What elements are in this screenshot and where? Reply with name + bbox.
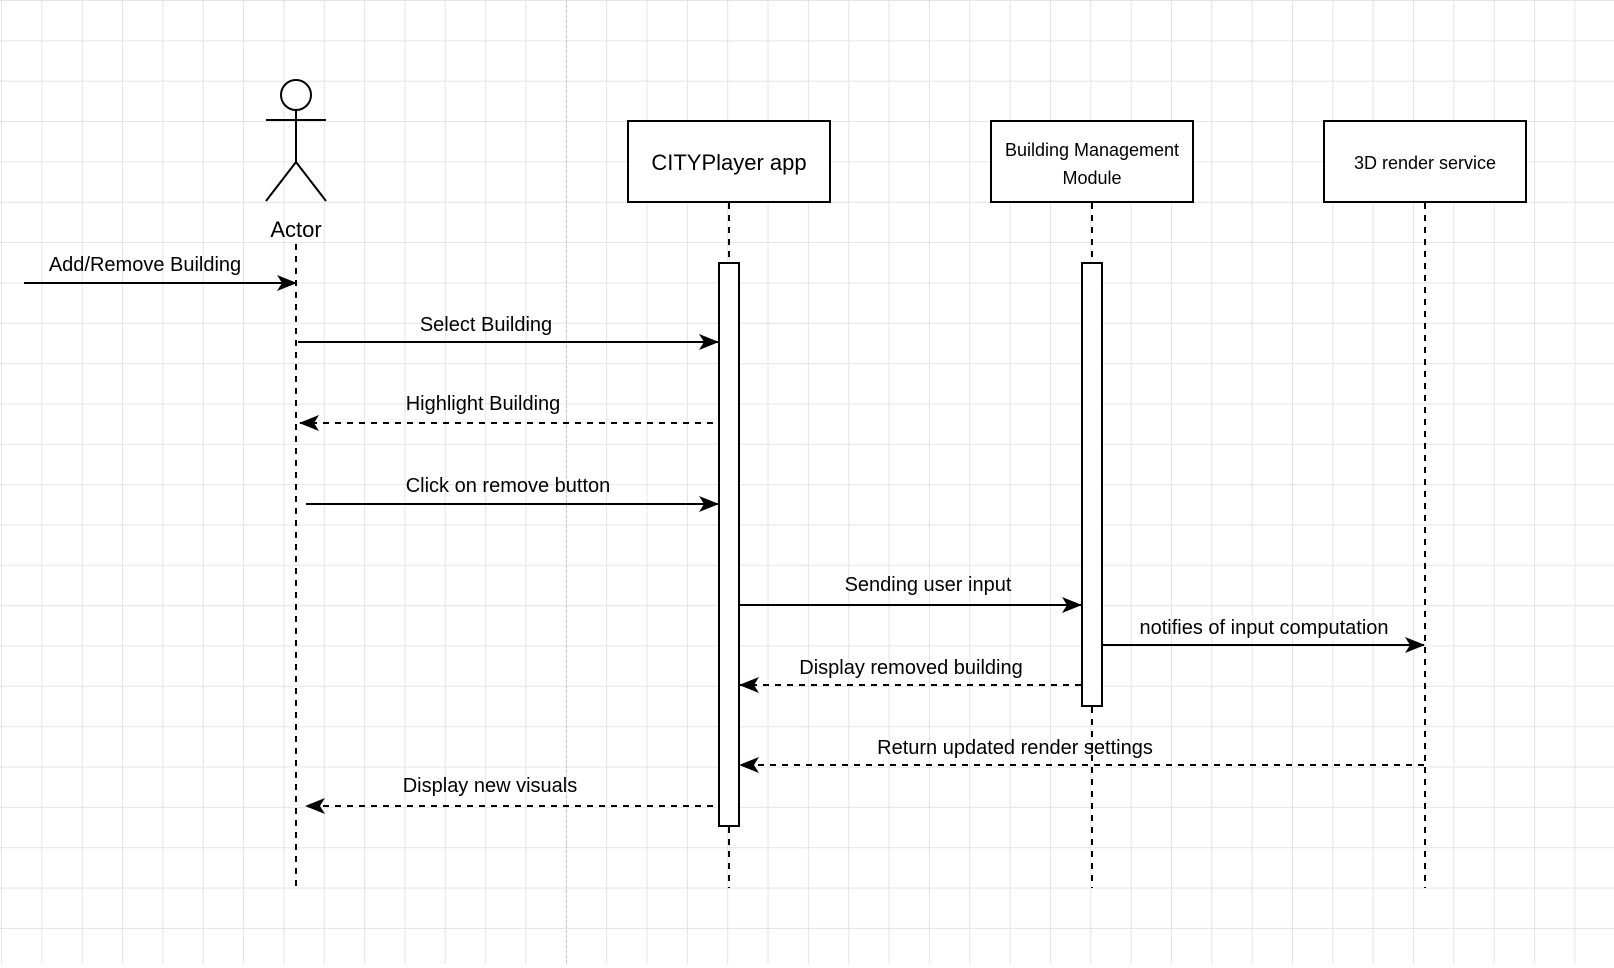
participant-render-label: 3D render service (1354, 153, 1496, 173)
participant-app[interactable]: CITYPlayer app (627, 120, 831, 203)
message-return-render-settings-label: Return updated render settings (877, 737, 1153, 759)
participant-bmm-label-line1: Building Management (1005, 140, 1179, 160)
message-add-remove-building-label: Add/Remove Building (49, 254, 241, 276)
participant-bmm[interactable]: Building Management Module (990, 120, 1194, 203)
activation-bar-bmm (1081, 262, 1103, 707)
actor-label: Actor (270, 217, 321, 242)
activation-bar-app (718, 262, 740, 827)
message-click-remove-label: Click on remove button (406, 475, 611, 497)
page-break-line (566, 0, 567, 968)
actor-head (280, 79, 312, 111)
participant-bmm-label-line2: Module (1062, 168, 1121, 188)
message-select-building-label: Select Building (420, 314, 552, 336)
page-edge (0, 964, 1614, 968)
message-display-removed-label: Display removed building (799, 657, 1022, 679)
participant-render[interactable]: 3D render service (1323, 120, 1527, 203)
participant-app-label: CITYPlayer app (651, 150, 806, 175)
actor-right-leg (295, 161, 327, 202)
message-notifies-label: notifies of input computation (1139, 617, 1388, 639)
message-display-new-visuals-label: Display new visuals (403, 775, 578, 797)
actor-left-leg (265, 161, 297, 202)
message-sending-user-input-label: Sending user input (845, 574, 1012, 596)
message-highlight-building-label: Highlight Building (406, 393, 561, 415)
actor-figure[interactable] (265, 79, 327, 202)
